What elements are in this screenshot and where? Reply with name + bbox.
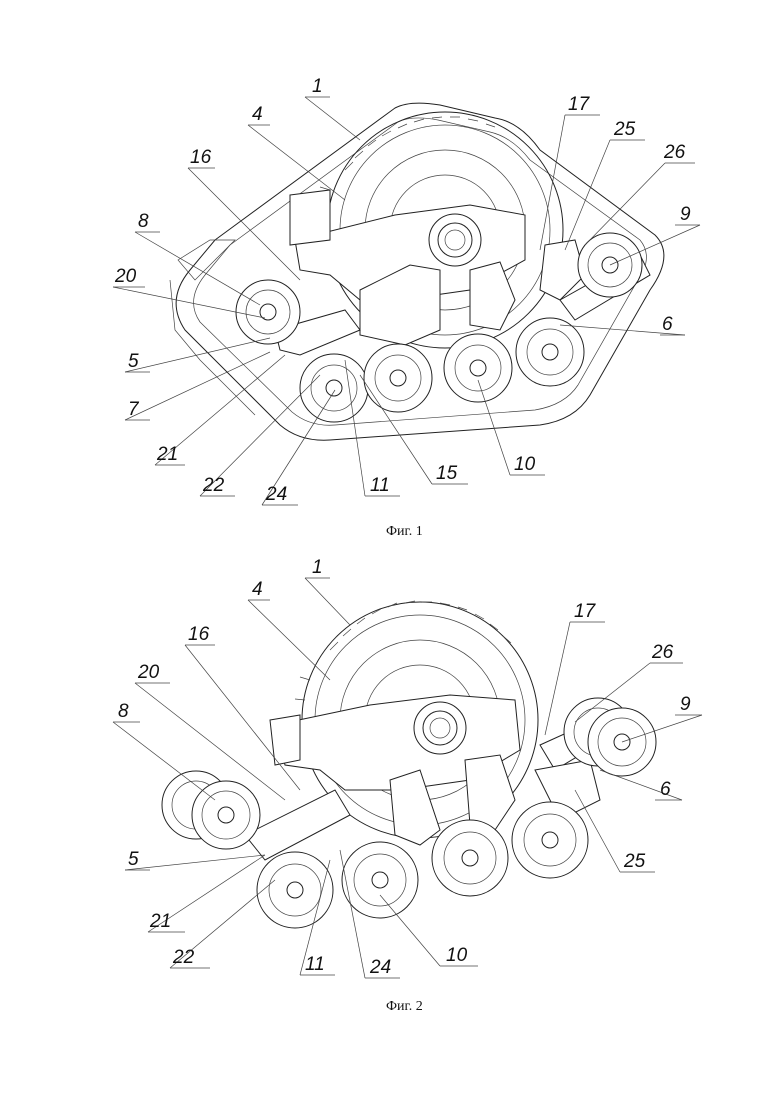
callout-number: 26 <box>651 642 674 663</box>
callout-number: 4 <box>252 104 263 125</box>
callout-number: 20 <box>114 266 137 287</box>
callout-number: 1 <box>312 557 323 578</box>
road-wheel <box>257 852 333 928</box>
road-wheel <box>364 344 432 412</box>
callout-number: 22 <box>172 947 195 968</box>
callout-number: 1 <box>312 76 323 97</box>
front-idler-wheel <box>162 771 260 849</box>
road-wheel <box>444 334 512 402</box>
callout-number: 10 <box>514 454 536 475</box>
callout-number: 16 <box>190 147 212 168</box>
callout-number: 10 <box>446 945 468 966</box>
callout-number: 9 <box>680 204 691 225</box>
front-idler-wheel <box>236 280 300 344</box>
callout-number: 17 <box>568 94 591 115</box>
callout-number: 8 <box>138 211 149 232</box>
road-wheel <box>342 842 418 918</box>
callout-number: 26 <box>663 142 686 163</box>
callout-number: 15 <box>436 463 458 484</box>
callout-number: 11 <box>305 954 325 975</box>
road-wheel <box>300 354 368 422</box>
callout-number: 8 <box>118 701 129 722</box>
callout-number: 5 <box>128 351 139 372</box>
callout-number: 6 <box>662 314 673 335</box>
callout-number: 17 <box>574 601 597 622</box>
road-wheel <box>516 318 584 386</box>
road-wheel <box>432 820 508 896</box>
callout-number: 4 <box>252 579 263 600</box>
callout-number: 24 <box>369 957 391 978</box>
callout-number: 25 <box>623 851 646 872</box>
callout-number: 21 <box>156 444 178 465</box>
figure-2-drawing <box>162 601 656 928</box>
callout-number: 7 <box>128 399 140 420</box>
callout-number: 24 <box>265 484 287 505</box>
callout-number: 5 <box>128 849 139 870</box>
callout-number: 20 <box>137 662 160 683</box>
callout-number: 6 <box>660 779 671 800</box>
callout-number: 22 <box>202 475 225 496</box>
callout-number: 21 <box>149 911 171 932</box>
callout-number: 11 <box>370 475 390 496</box>
figure-2-caption: Фиг. 2 <box>386 999 423 1014</box>
figure-1-caption: Фиг. 1 <box>386 524 423 539</box>
road-wheel <box>512 802 588 878</box>
callout-number: 9 <box>680 694 691 715</box>
callout-number: 16 <box>188 624 210 645</box>
callout-number: 25 <box>613 119 636 140</box>
